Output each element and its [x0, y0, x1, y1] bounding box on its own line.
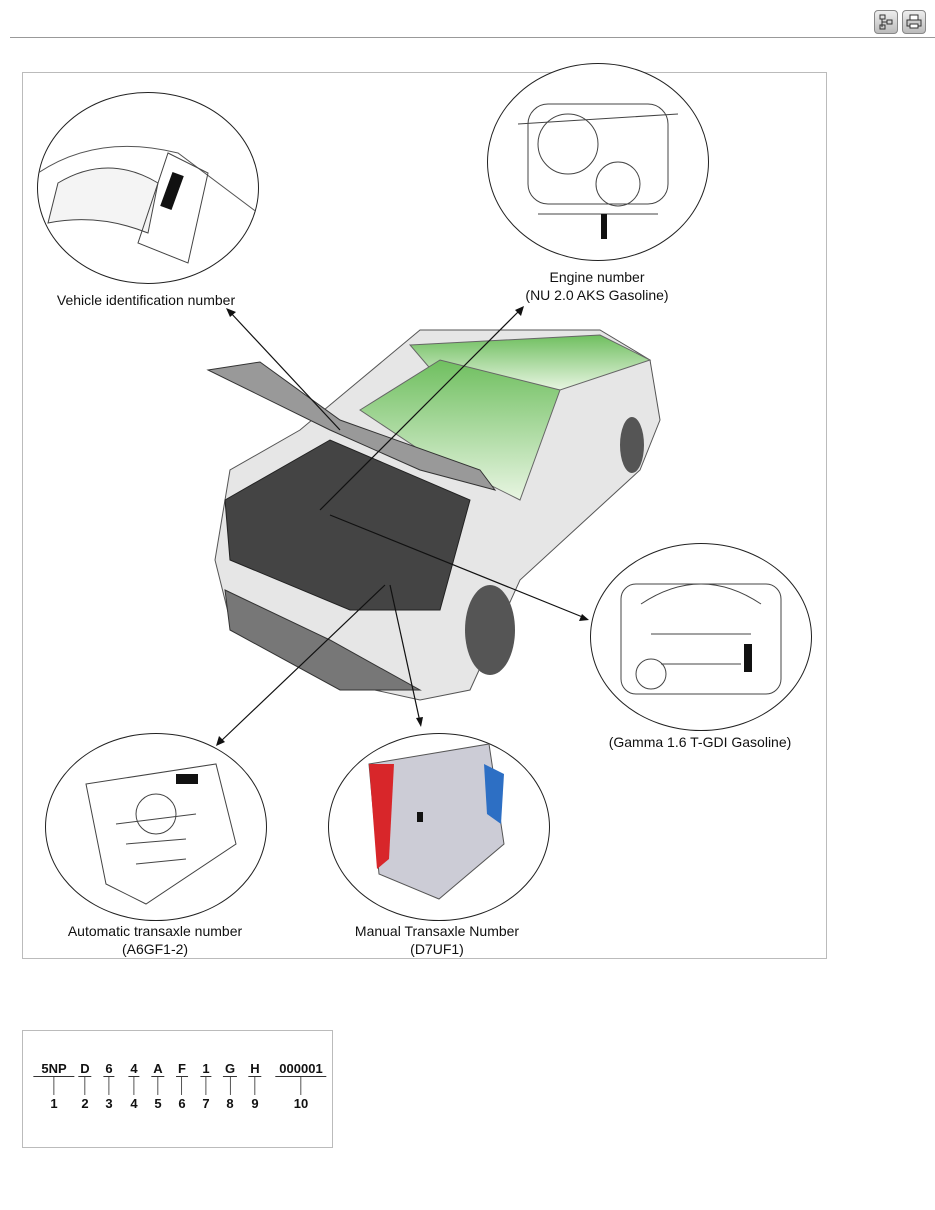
vin-position: 4	[130, 1096, 138, 1111]
print-button[interactable]	[902, 10, 926, 34]
engine-label-line1: Engine number	[549, 269, 645, 285]
vin-code: 4	[128, 1061, 140, 1077]
vehicle-id-figure	[22, 72, 827, 959]
engine-nu-detail	[487, 63, 709, 261]
vin-position: 1	[50, 1096, 58, 1111]
vin-position: 6	[178, 1096, 186, 1111]
vin-code: H	[248, 1061, 262, 1077]
vin-code: 1	[200, 1061, 212, 1077]
manual-transaxle-label: Manual Transaxle Number (D7UF1)	[355, 922, 519, 958]
auto-label-line2: (A6GF1-2)	[121, 941, 189, 957]
vin-code: A	[151, 1061, 165, 1077]
vin-position: 5	[154, 1096, 162, 1111]
vin-label: Vehicle identification number	[56, 292, 236, 308]
vin-code: G	[222, 1061, 238, 1077]
header-divider	[10, 37, 935, 38]
engine-number-label: Engine number (NU 2.0 AKS Gasoline)	[525, 268, 668, 304]
manual-label-line2: (D7UF1)	[410, 941, 464, 957]
engine-gamma-detail	[590, 543, 812, 731]
automatic-transaxle-label: Automatic transaxle number (A6GF1-2)	[68, 922, 242, 958]
sitemap-button[interactable]	[874, 10, 898, 34]
manual-transaxle-detail	[328, 733, 550, 921]
vin-position: 2	[81, 1096, 89, 1111]
manual-label-line1: Manual Transaxle Number	[354, 923, 520, 939]
vin-segment: 000001 10	[275, 1061, 327, 1111]
engine-label-line2: (NU 2.0 AKS Gasoline)	[525, 287, 669, 303]
vin-location-detail	[37, 92, 259, 284]
vin-position: 8	[226, 1096, 234, 1111]
automatic-transaxle-detail	[45, 733, 267, 921]
vin-segment: 5NP 1	[33, 1061, 75, 1111]
auto-label-line1: Automatic transaxle number	[67, 923, 243, 939]
vin-position: 7	[202, 1096, 210, 1111]
vin-position: 10	[293, 1096, 309, 1111]
vin-code: 000001	[275, 1061, 327, 1077]
car-illustration	[206, 306, 661, 746]
vin-code: F	[176, 1061, 188, 1077]
vin-code: D	[78, 1061, 92, 1077]
vin-position: 9	[251, 1096, 259, 1111]
gamma-engine-label: (Gamma 1.6 T-GDI Gasoline)	[608, 734, 792, 750]
vin-position: 3	[105, 1096, 113, 1111]
vin-code: 6	[103, 1061, 115, 1077]
vin-code: 5NP	[33, 1061, 75, 1077]
print-icon	[906, 14, 922, 29]
sitemap-icon	[879, 14, 893, 30]
